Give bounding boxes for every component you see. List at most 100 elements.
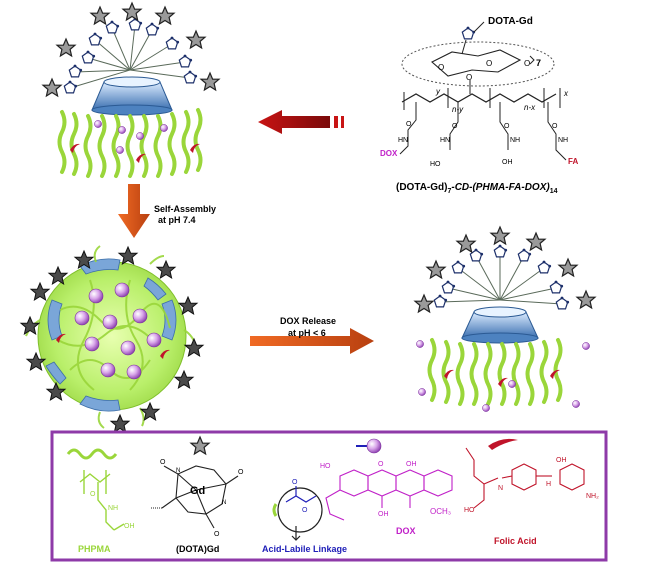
atom-label: O (452, 123, 458, 130)
legend-folic-nh2: NH₂ (586, 493, 599, 500)
triazole-icon (63, 79, 78, 94)
star-icon (174, 370, 194, 389)
legend-phpma-o: O (90, 491, 96, 498)
dox-sphere (582, 342, 590, 350)
triazole-icon (461, 26, 476, 40)
arrow-right (250, 328, 374, 354)
dox-sphere (136, 132, 144, 140)
legend-n: N (176, 468, 180, 474)
triazole-icon (555, 296, 570, 310)
legend-o: O (214, 531, 220, 538)
formula-caption: (DOTA-Gd)7-CD-(PHMA-FA-DOX)14 (396, 182, 558, 195)
sugar-o: O (486, 59, 492, 68)
triazole-icon (183, 69, 198, 84)
triazole-icon (105, 20, 120, 34)
phpma-chain (193, 108, 203, 172)
legend-folic-h: H (546, 481, 551, 488)
triazole-icon (517, 248, 532, 262)
sugar-o: O (438, 63, 444, 72)
star-icon (155, 6, 175, 25)
dox-label: DOX (380, 149, 398, 158)
legend-folic-ho: HO (464, 507, 475, 514)
dox-sphere (146, 332, 162, 348)
legend-dotagd-label: (DOTA)Gd (176, 544, 219, 554)
dox-sphere (418, 388, 426, 396)
phpma-chain (139, 114, 149, 178)
legend-box: NH OH O PHPMA Gd O O O N N (DOTA)Gd (50, 430, 608, 562)
triazole-icon (433, 294, 448, 308)
dota-gd-label: DOTA-Gd (488, 16, 533, 27)
atom-label: HN (398, 137, 408, 144)
legend-dox-oh: OH (406, 461, 417, 468)
dox-sphere (416, 340, 424, 348)
phpma-chain (469, 342, 479, 406)
arrow-left (258, 110, 344, 134)
phpma-chain (525, 342, 535, 406)
legend-linkage: O O Acid-Labile Linkage (262, 479, 347, 554)
legend-dox-och3: OCH₃ (430, 507, 451, 516)
phpma-chain (83, 114, 93, 178)
cd-conjugate-topleft (42, 2, 220, 178)
phpma-chain (181, 110, 191, 174)
legend-folic-label: Folic Acid (494, 536, 537, 546)
sugar-o: O (524, 59, 530, 68)
dox-release-ph: at pH < 6 (288, 328, 326, 338)
dox-sphere (126, 364, 142, 380)
polymer-structure: DOTA-Gd O O O O 7 y n-y n-x x O HN O HN … (380, 16, 578, 195)
triazole-icon (165, 35, 180, 50)
atom-label: O (504, 123, 510, 130)
legend-dotagd: Gd O O O N N (DOTA)Gd (150, 436, 244, 554)
dox-sphere (114, 282, 130, 298)
legend-folic-nh: N (498, 485, 503, 492)
legend-linkage-o: O (292, 479, 298, 486)
triazole-icon (451, 260, 466, 274)
legend-phpma-nh: NH (108, 505, 118, 512)
star-icon (490, 226, 510, 245)
index-n-x: n-x (524, 103, 536, 112)
phpma-chain (69, 112, 79, 176)
fa-label: FA (568, 157, 578, 166)
sugar-o: O (466, 73, 472, 82)
legend-dox: HO O OH OH OCH₃ DOX (320, 438, 453, 536)
dox-sphere (102, 314, 118, 330)
star-icon (20, 316, 40, 335)
atom-label: O (552, 123, 558, 130)
triazole-icon (441, 280, 456, 294)
legend-folic-oh: OH (556, 457, 567, 464)
triazole-icon (178, 53, 193, 68)
triazole-icon (68, 63, 83, 78)
dox-sphere (84, 336, 100, 352)
legend-o: O (238, 469, 244, 476)
phpma-chain (57, 110, 67, 174)
dox-release-label: DOX Release (280, 316, 336, 326)
triazole-icon (469, 248, 484, 262)
repeat-count: 7 (536, 58, 541, 68)
atom-label: O (406, 121, 412, 128)
self-assembly-ph: at pH 7.4 (158, 215, 196, 225)
triazole-icon (493, 244, 508, 258)
dox-sphere (116, 146, 124, 154)
dox-sphere (74, 310, 90, 326)
star-icon (56, 38, 76, 57)
phpma-chain (167, 112, 177, 176)
triazole-icon (88, 31, 103, 46)
dox-sphere (132, 308, 148, 324)
atom-label: HN (440, 137, 450, 144)
dox-sphere (118, 126, 126, 134)
phpma-chain (427, 338, 437, 402)
phpma-chain (539, 340, 549, 404)
phpma-chain (455, 342, 465, 406)
triazole-icon (145, 22, 160, 36)
triazole-icon (81, 49, 96, 64)
legend-dox-ho: HO (320, 463, 331, 470)
dox-sphere (100, 362, 116, 378)
arrow-down (118, 184, 150, 238)
hydroxyl-left: HO (430, 161, 441, 168)
star-icon (30, 282, 50, 301)
star-icon (90, 6, 110, 25)
dox-sphere (94, 120, 102, 128)
star-icon (426, 260, 446, 279)
star-icon (558, 258, 578, 277)
legend-phpma-oh: OH (124, 523, 135, 530)
